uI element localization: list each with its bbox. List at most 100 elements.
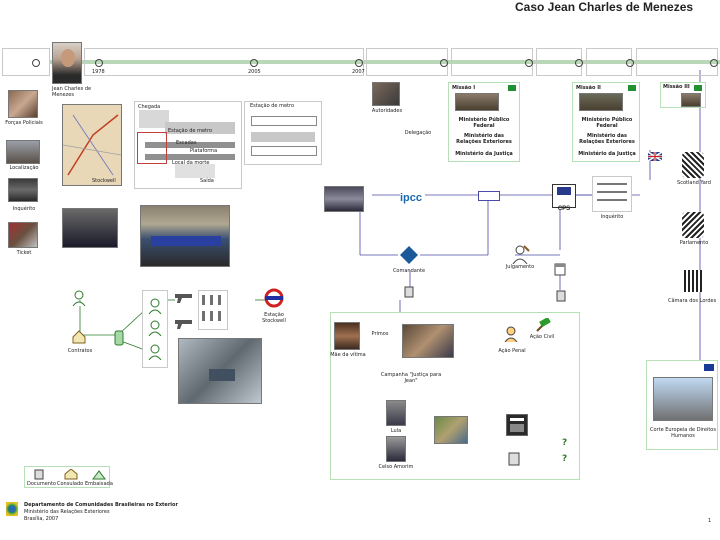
mission-photo xyxy=(455,93,499,111)
judge-icon xyxy=(510,244,530,264)
portrait-photo xyxy=(52,42,82,84)
timeline-marker xyxy=(355,59,363,67)
campaign-label: Campanha "Justiça para Jean" xyxy=(380,372,442,384)
officials-label: Autoridades xyxy=(371,108,403,114)
mother-photo xyxy=(334,322,360,350)
map-label: Stockwell xyxy=(92,178,116,184)
portrait-label: Jean Charles de Menezes xyxy=(52,86,92,98)
document-icon xyxy=(556,290,566,302)
timeline-strip-2 xyxy=(366,48,448,76)
mission-panel-2: Missão II Ministério Público Federal Min… xyxy=(572,82,640,162)
person-icon xyxy=(148,298,162,314)
inquiry-list xyxy=(592,176,632,212)
mission-line: Ministério das Relações Exteriores xyxy=(579,133,635,145)
court-panel: Corte Europeia de Direitos Humanos xyxy=(646,360,718,450)
portcullis-icon xyxy=(684,270,702,292)
document-icon xyxy=(404,286,414,298)
family-panel xyxy=(330,312,580,480)
connector-box xyxy=(478,191,500,201)
eu-flag-icon xyxy=(704,364,714,371)
page-title: Caso Jean Charles de Menezes xyxy=(515,0,694,14)
timeline-marker xyxy=(626,59,634,67)
mission-line: Ministério Público Federal xyxy=(581,117,633,129)
group-photo xyxy=(434,416,468,444)
station-photo xyxy=(140,205,230,267)
timeline-marker xyxy=(32,59,40,67)
timeline-marker xyxy=(250,59,258,67)
legend-item: Documento xyxy=(27,481,56,487)
criminal-label: Ação Penal xyxy=(498,348,526,354)
left-label-4: Ticket xyxy=(16,250,32,256)
timeline-date: 1978 xyxy=(92,69,105,75)
brazil-flag-icon xyxy=(694,85,702,91)
cousins-photo xyxy=(402,324,454,358)
left-photo-2 xyxy=(6,140,40,164)
diamond-icon xyxy=(400,246,418,264)
mission-header: Missão I xyxy=(452,85,476,91)
phone-icon xyxy=(114,330,124,346)
question-mark: ? xyxy=(562,454,568,464)
plan-label: Local da morte xyxy=(172,160,210,166)
court-label: Corte Europeia de Direitos Humanos xyxy=(650,427,716,439)
person-label: Lula xyxy=(390,428,402,434)
timeline-date: 2007 xyxy=(352,69,365,75)
left-photo-3 xyxy=(8,178,38,202)
mission-header: Missão II xyxy=(576,85,601,91)
footer-line: Brasília, 2007 xyxy=(24,516,59,522)
mission-line: Ministério das Relações Exteriores xyxy=(456,133,512,145)
uk-label: Inquérito xyxy=(600,214,624,220)
timeline-marker xyxy=(440,59,448,67)
court-photo xyxy=(653,377,713,421)
house-icon xyxy=(72,330,86,344)
mission-line: Ministério da Justiça xyxy=(578,151,636,157)
timeline-marker xyxy=(575,59,583,67)
plan-label: Estação de metro xyxy=(168,128,213,134)
person-icon xyxy=(504,326,518,342)
uk-label: Câmara dos Lordes xyxy=(668,298,717,304)
person-icon xyxy=(148,320,162,336)
crest-icon xyxy=(682,152,704,178)
person-icon xyxy=(72,290,86,306)
amorim-photo xyxy=(386,436,406,462)
timeline-strip-3 xyxy=(451,48,533,76)
mission-photo xyxy=(579,93,623,111)
scene-photo xyxy=(178,338,262,404)
left-label-2: Localização xyxy=(9,165,39,171)
mission-line: Ministério Público Federal xyxy=(458,117,510,129)
people-photo xyxy=(62,208,118,248)
cousins-label: Primos xyxy=(371,331,389,337)
ipcc-text: ipcc xyxy=(400,192,423,204)
delegation-label: Delegação xyxy=(404,130,432,136)
contratos-label: Contratos xyxy=(67,348,93,354)
page-number: 1 xyxy=(708,518,712,524)
brazil-flag-icon xyxy=(628,85,636,91)
mission-header: Missão III xyxy=(663,84,690,90)
timeline-marker xyxy=(710,59,718,67)
bullets-box xyxy=(198,290,228,330)
person-label: Celso Amorim xyxy=(378,464,414,470)
crest-icon xyxy=(682,212,704,238)
uk-label: Parlamento xyxy=(679,240,709,246)
legend-item: Embaixada xyxy=(85,481,113,487)
mission-line: Ministério da Justiça xyxy=(455,151,513,157)
legend-item: Consulado xyxy=(57,481,84,487)
gavel-icon xyxy=(536,318,552,332)
plan-label: Chegada xyxy=(138,104,161,110)
plan-label: Plataforma xyxy=(190,148,218,154)
left-photo-4 xyxy=(8,222,38,248)
mission-photo xyxy=(681,93,701,107)
station-plan xyxy=(134,101,242,189)
underground-logo-icon xyxy=(264,288,284,308)
left-label-1: Forças Policiais xyxy=(5,120,43,126)
mission-panel-3: Missão III xyxy=(660,82,706,108)
timeline-marker xyxy=(95,59,103,67)
timeline-date: 2005 xyxy=(248,69,261,75)
timeline-box-start xyxy=(2,48,50,76)
mission-panel-1: Missão I Ministério Público Federal Mini… xyxy=(448,82,520,162)
left-label-3: Inquérito xyxy=(12,206,36,212)
left-photo-1 xyxy=(8,90,38,118)
cps-logo: CPS xyxy=(552,184,576,212)
mother-label: Mãe da vítima xyxy=(330,352,366,358)
footer-line: Ministério das Relações Exteriores xyxy=(24,509,110,515)
gun-icon xyxy=(174,292,194,304)
